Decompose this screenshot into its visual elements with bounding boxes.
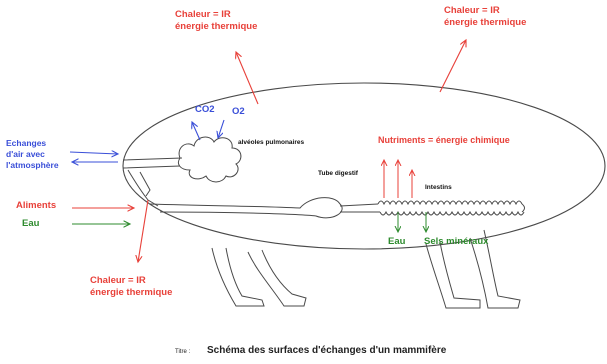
nutrient-arrows	[384, 160, 412, 198]
heat-arrow-top-right	[440, 40, 466, 92]
digestive-tube-link	[340, 204, 380, 212]
o2-arrow	[218, 120, 224, 138]
label-nutriments: Nutriments = énergie chimique	[378, 134, 510, 146]
label-aliments: Aliments	[16, 200, 56, 212]
label-sels-mineraux: Sels minéraux	[424, 236, 488, 248]
digestive-tube	[150, 198, 342, 218]
label-intestins: Intestins	[425, 182, 452, 194]
head-outline	[128, 170, 158, 206]
co2-arrow	[192, 122, 200, 140]
heat-arrow-top-left	[236, 52, 258, 104]
heat-arrow-bottom	[138, 200, 148, 262]
lungs-shape	[178, 137, 240, 182]
label-heat-top-left: Chaleur = IR énergie thermique	[175, 9, 257, 33]
trachea-tube	[123, 158, 182, 168]
air-in-arrow	[70, 152, 118, 154]
diagram-title: Schéma des surfaces d'échanges d'un mamm…	[207, 345, 446, 356]
label-tube-digestif: Tube digestif	[318, 168, 358, 180]
label-alveoles: alvéoles pulmonaires	[238, 137, 304, 149]
label-eau-in: Eau	[22, 218, 39, 230]
label-air-exchange: Echanges d'air avec l'atmosphère	[6, 138, 59, 171]
intestine-wavy	[378, 201, 525, 215]
label-co2: CO2	[195, 104, 215, 116]
title-prefix: Titre :	[175, 349, 190, 355]
label-o2: O2	[232, 106, 245, 118]
label-eau-out: Eau	[388, 236, 405, 248]
label-heat-top-right: Chaleur = IR énergie thermique	[444, 5, 526, 29]
label-heat-bottom: Chaleur = IR énergie thermique	[90, 275, 172, 299]
